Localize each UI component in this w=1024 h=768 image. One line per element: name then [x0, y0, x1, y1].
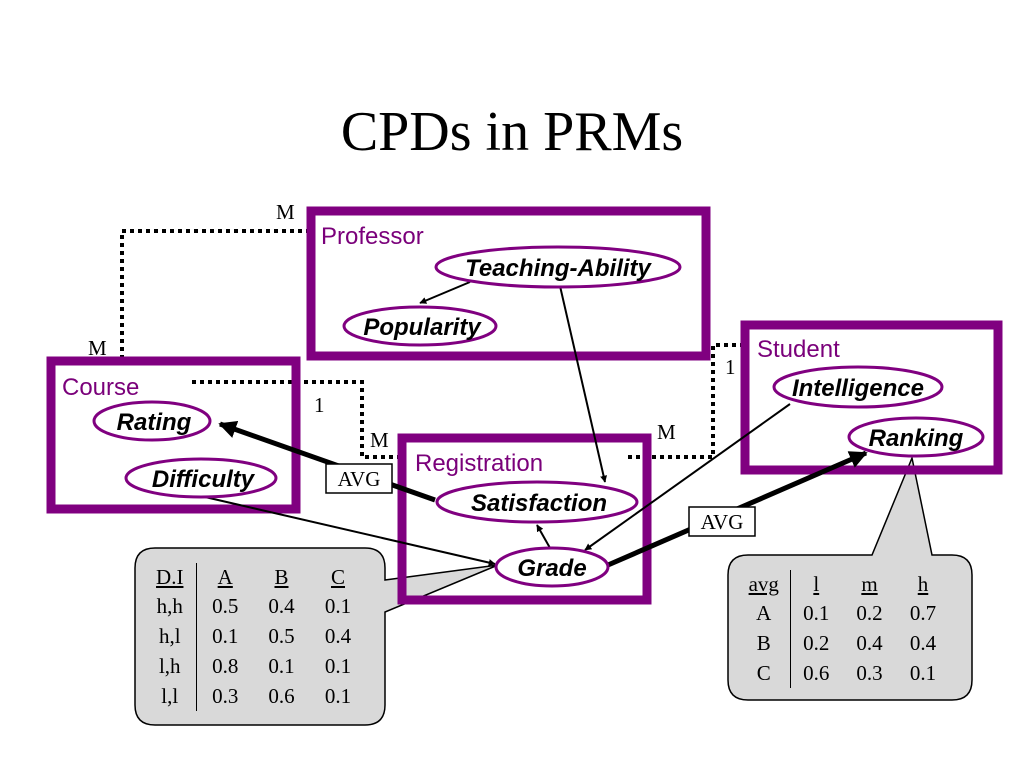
table-cell: 0.1	[909, 660, 937, 685]
attribute-popularity: Popularity	[342, 305, 498, 347]
grade-cpd-callout	[134, 547, 499, 726]
grade-cpd-header-a: A	[217, 564, 233, 589]
grade-cpd-header-c: C	[330, 564, 345, 589]
table-row: h,l 0.1 0.5 0.4	[144, 621, 367, 651]
table-cell: 0.1	[324, 683, 352, 708]
registration-class-label: Registration	[415, 450, 543, 477]
multiplicity-course-reg-many: M	[370, 428, 389, 452]
arrow-difficulty-to-grade	[204, 496, 496, 566]
table-cell: B	[738, 628, 791, 658]
popularity-label: Popularity	[363, 314, 482, 341]
arrow-intelligence-to-grade	[584, 403, 791, 551]
course-class-label: Course	[62, 374, 139, 401]
ranking-cpd-header-m: m	[861, 571, 878, 596]
table-row: h,h 0.5 0.4 0.1	[144, 591, 367, 621]
attribute-ranking: Ranking	[847, 416, 985, 458]
rating-label: Rating	[117, 409, 192, 436]
ranking-cpd-table: avg l m h A 0.1 0.2 0.7 B 0.2 0.4 0.4 C …	[738, 570, 949, 688]
table-cell: 0.3	[856, 660, 883, 685]
table-cell: 0.1	[803, 600, 830, 625]
grade-cpd-header-b: B	[274, 564, 289, 589]
table-cell: 0.5	[268, 623, 295, 648]
table-cell: l,l	[144, 681, 197, 711]
table-cell: 0.7	[909, 600, 937, 625]
attribute-difficulty: Difficulty	[124, 457, 278, 499]
professor-class-label: Professor	[321, 223, 424, 250]
professor-course-link	[120, 229, 310, 360]
table-row: l,h 0.8 0.1 0.1	[144, 651, 367, 681]
relationship-lines	[120, 229, 744, 459]
dependency-arrows	[204, 281, 791, 566]
table-cell: C	[738, 658, 791, 688]
multiplicity-course-reg-one: 1	[314, 393, 325, 417]
attribute-intelligence: Intelligence	[772, 365, 944, 409]
table-row: A 0.1 0.2 0.7	[738, 598, 949, 628]
table-row: B 0.2 0.4 0.4	[738, 628, 949, 658]
intelligence-label: Intelligence	[792, 375, 924, 402]
table-row: l,l 0.3 0.6 0.1	[144, 681, 367, 711]
ranking-cpd-header-l: l	[813, 571, 820, 596]
attribute-rating: Rating	[92, 400, 212, 442]
multiplicity-prof-course-top: M	[276, 200, 295, 224]
avg-label-rating: AVG	[338, 467, 381, 491]
table-cell: 0.4	[909, 630, 937, 655]
table-cell: A	[738, 598, 791, 628]
table-cell: 0.4	[856, 630, 883, 655]
table-cell: h,l	[144, 621, 197, 651]
course-registration-link	[192, 380, 400, 459]
avg-box-ranking: AVG	[688, 506, 756, 537]
table-cell: 0.2	[856, 600, 883, 625]
slide-title: CPDs in PRMs	[340, 101, 684, 163]
table-cell: 0.2	[803, 630, 830, 655]
arrow-teaching-to-satisfaction	[559, 285, 608, 483]
table-cell: 0.5	[212, 593, 239, 618]
grade-cpd-header-parents: D.I	[144, 563, 197, 591]
ranking-cpd-header-parent: avg	[738, 570, 791, 598]
student-registration-link	[625, 343, 744, 459]
professor-box	[306, 206, 711, 361]
grade-cpd-table: D.I A B C h,h 0.5 0.4 0.1 h,l 0.1 0.5 0.…	[144, 563, 367, 711]
multiplicity-prof-course-left: M	[88, 336, 107, 360]
multiplicity-student-reg-many: M	[657, 420, 676, 444]
table-cell: 0.6	[268, 683, 295, 708]
ranking-cpd-header-h: h	[917, 571, 929, 596]
table-cell: 0.8	[212, 653, 239, 678]
table-cell: 0.1	[268, 653, 295, 678]
table-row: C 0.6 0.3 0.1	[738, 658, 949, 688]
table-cell: 0.3	[212, 683, 239, 708]
course-box	[46, 356, 301, 514]
ranking-label: Ranking	[869, 425, 964, 452]
multiplicity-student-reg-one: 1	[725, 355, 736, 379]
table-cell: l,h	[144, 651, 197, 681]
arrow-teaching-to-popularity	[419, 281, 471, 304]
difficulty-label: Difficulty	[152, 466, 256, 493]
attribute-satisfaction: Satisfaction	[435, 480, 639, 524]
attribute-grade: Grade	[494, 546, 610, 588]
table-cell: 0.1	[324, 653, 352, 678]
teaching-ability-label: Teaching-Ability	[465, 255, 652, 282]
arrow-grade-to-satisfaction	[536, 524, 551, 549]
table-cell: 0.4	[324, 623, 352, 648]
table-cell: 0.4	[268, 593, 295, 618]
avg-label-ranking: AVG	[701, 510, 744, 534]
satisfaction-label: Satisfaction	[471, 490, 607, 517]
table-cell: h,h	[144, 591, 197, 621]
table-cell: 0.6	[803, 660, 830, 685]
attribute-teaching-ability: Teaching-Ability	[434, 245, 682, 289]
arrow-satisfaction-to-rating	[218, 420, 436, 503]
student-class-label: Student	[757, 336, 840, 363]
student-box	[740, 320, 1003, 475]
table-header-row: D.I A B C	[144, 563, 367, 591]
table-cell: 0.1	[324, 593, 352, 618]
table-header-row: avg l m h	[738, 570, 949, 598]
grade-label: Grade	[517, 555, 586, 582]
registration-box	[397, 433, 652, 605]
table-cell: 0.1	[212, 623, 239, 648]
avg-box-rating: AVG	[325, 463, 393, 494]
